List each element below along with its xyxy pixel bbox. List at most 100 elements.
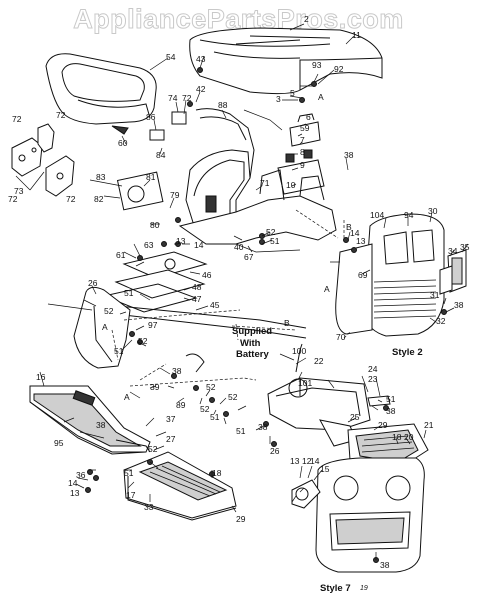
callout-71: 71	[260, 178, 270, 188]
callout-43: 43	[196, 54, 206, 64]
style7-caption: Style 7	[320, 583, 351, 594]
callout-38-c: 38	[172, 366, 182, 376]
callout-11: 11	[352, 30, 361, 40]
callout-A-1: A	[318, 92, 324, 102]
callout-42: 42	[196, 84, 206, 94]
callout-52-a: 52	[266, 227, 276, 237]
callout-A-4: A	[124, 392, 130, 402]
callout-13-d: 13	[290, 456, 300, 466]
callout-numbers: 2 11 54 43 93 92 42 74 72 3 5 A 88 72 72…	[8, 14, 470, 570]
callout-38-g: 38	[380, 560, 390, 570]
callout-72-e: 72	[66, 194, 76, 204]
callout-5: 5	[290, 88, 295, 98]
seat-part	[45, 53, 157, 125]
callout-51-c: 51	[114, 346, 124, 356]
callout-38-b: 38	[454, 300, 464, 310]
callout-14-b: 14	[194, 240, 204, 250]
style2-grille	[335, 213, 467, 337]
callout-69: 69	[358, 270, 368, 280]
callout-52-d: 52	[206, 382, 216, 392]
callout-A-3: A	[102, 322, 108, 332]
callout-47: 47	[192, 294, 202, 304]
callout-63: 63	[144, 240, 154, 250]
callout-67: 67	[244, 252, 254, 262]
callout-72-b: 72	[12, 114, 22, 124]
callout-36: 36	[76, 470, 86, 480]
callout-2: 2	[304, 14, 309, 24]
callout-81: 81	[146, 172, 156, 182]
callout-13-a: 13	[176, 236, 186, 246]
callout-38-d: 38	[386, 406, 396, 416]
callout-97: 97	[148, 320, 158, 330]
callout-16: 16	[36, 372, 46, 382]
callout-30: 30	[428, 206, 438, 216]
callout-14-c: 14	[68, 478, 78, 488]
callout-29-a: 29	[378, 420, 388, 430]
callout-29-b: 29	[236, 514, 246, 524]
callout-27: 27	[166, 434, 176, 444]
supplied-with-battery-line3: Battery	[236, 349, 269, 360]
callout-72-a: 72	[182, 93, 192, 103]
callout-10: 10	[286, 180, 296, 190]
callout-33: 33	[144, 502, 154, 512]
callout-9: 9	[300, 160, 305, 170]
callout-54: 54	[166, 52, 176, 62]
callout-37: 37	[166, 414, 176, 424]
callout-15: 15	[320, 464, 330, 474]
callout-52-g: 52	[148, 444, 158, 454]
callout-46: 46	[202, 270, 212, 280]
callout-B-1: B	[346, 222, 352, 232]
supplied-with-battery-line1: Supplied	[232, 326, 272, 337]
callout-22: 22	[314, 356, 324, 366]
callout-38-e: 38	[96, 420, 106, 430]
callout-52-f: 52	[200, 404, 210, 414]
callout-59: 59	[300, 123, 310, 133]
battery	[277, 113, 325, 195]
callout-52-b: 52	[104, 306, 114, 316]
callout-84: 84	[156, 150, 166, 160]
callout-70: 70	[336, 332, 346, 342]
callout-93: 93	[312, 60, 322, 70]
callout-38-a: 38	[344, 150, 354, 160]
callout-32: 32	[436, 316, 446, 326]
callout-34: 34	[448, 246, 458, 256]
callout-51-d: 51	[386, 394, 396, 404]
callout-31: 31	[430, 290, 440, 300]
callout-79: 79	[170, 190, 180, 200]
callout-51-e: 51	[210, 412, 220, 422]
callout-51-b: 51	[124, 288, 134, 298]
callout-38-f: 38	[258, 422, 268, 432]
callout-8: 8	[300, 147, 305, 157]
callout-A-2: A	[324, 284, 330, 294]
callout-13-b: 13	[356, 236, 366, 246]
style7-grille	[291, 457, 425, 573]
callout-52-e: 52	[228, 392, 238, 402]
callout-100: 100	[292, 346, 306, 356]
callout-13-c: 13	[70, 488, 80, 498]
battery-tray	[102, 251, 208, 313]
callout-51-f: 51	[236, 426, 246, 436]
callout-80: 80	[150, 220, 160, 230]
supplied-with-battery-line2: With	[240, 338, 261, 349]
callout-74: 74	[168, 93, 178, 103]
callout-73: 73	[14, 186, 24, 196]
callout-88: 88	[218, 100, 228, 110]
callout-95: 95	[54, 438, 64, 448]
callout-101: 101	[298, 378, 312, 388]
callout-14-a: 14	[350, 228, 360, 238]
style2-caption: Style 2	[392, 347, 423, 358]
hood-part	[189, 27, 383, 95]
style7-number: 19	[360, 585, 368, 592]
callout-51-a: 51	[270, 236, 280, 246]
callout-35: 35	[460, 242, 470, 252]
callout-86: 86	[146, 112, 156, 122]
step-plate	[123, 451, 237, 521]
callout-12: 12	[302, 456, 312, 466]
callout-18-a: 18	[392, 432, 402, 442]
left-footrest	[29, 385, 151, 455]
callout-26-b: 26	[270, 446, 280, 456]
callout-61: 61	[116, 250, 126, 260]
callout-24: 24	[368, 364, 378, 374]
